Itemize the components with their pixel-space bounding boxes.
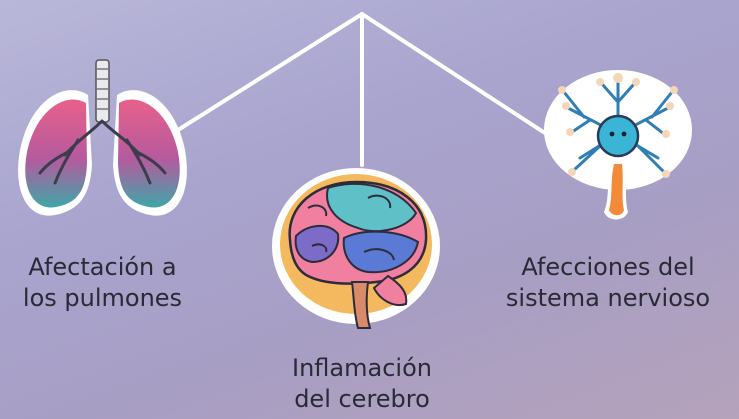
lungs-icon (10, 55, 195, 230)
neuron-icon (540, 62, 705, 232)
label-neuron: Afecciones del sistema nervioso (479, 252, 737, 314)
label-lungs: Afectación a los pulmones (0, 252, 205, 314)
label-brain: Inflamación del cerebro (262, 353, 462, 415)
connector-to-neuron (362, 14, 548, 135)
connector-to-lungs (178, 14, 362, 130)
brain-icon (268, 158, 448, 348)
